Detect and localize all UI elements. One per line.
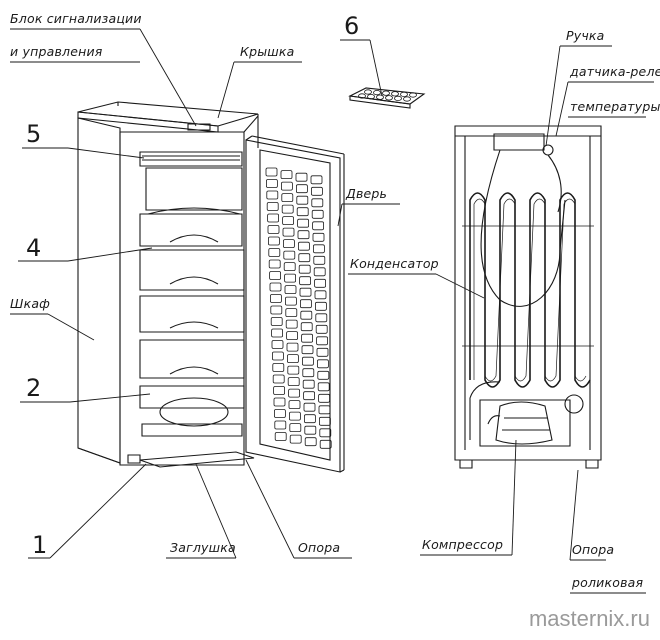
label-part-6: 6 <box>344 12 360 40</box>
watermark: masternix.ru <box>528 606 650 631</box>
label-lid: Крышка <box>240 44 295 59</box>
cabinet-drawers <box>140 152 244 436</box>
ice-tray <box>350 88 424 108</box>
cabinet-body <box>78 102 258 467</box>
label-part-4: 4 <box>26 234 42 262</box>
leader-lines <box>10 29 654 593</box>
label-door: Дверь <box>346 186 388 201</box>
label-plug: Заглушка <box>170 540 236 555</box>
back-view-cabinet <box>455 126 601 468</box>
label-support: Опора <box>298 540 341 555</box>
door-evaporator-grid <box>266 168 331 448</box>
label-sensor-line2: температуры <box>570 99 660 114</box>
label-roller-support-line2: роликовая <box>572 575 644 590</box>
label-roller-support-line1: Опора <box>572 542 615 557</box>
door-panel <box>246 136 344 472</box>
compressor <box>470 382 583 446</box>
label-part-2: 2 <box>26 374 42 402</box>
label-compressor: Компрессор <box>422 537 504 552</box>
label-part-1: 1 <box>32 531 48 559</box>
label-condenser: Конденсатор <box>350 256 439 271</box>
label-sensor-line1: датчика-реле <box>570 64 660 79</box>
label-cabinet: Шкаф <box>10 296 51 311</box>
label-handle: Ручка <box>566 28 605 43</box>
condenser-coil <box>462 193 594 387</box>
label-part-5: 5 <box>26 120 42 148</box>
capillary-tube <box>481 150 565 306</box>
label-control-block-line1: Блок сигнализации <box>10 11 142 26</box>
label-control-block-line2: и управления <box>10 44 103 59</box>
